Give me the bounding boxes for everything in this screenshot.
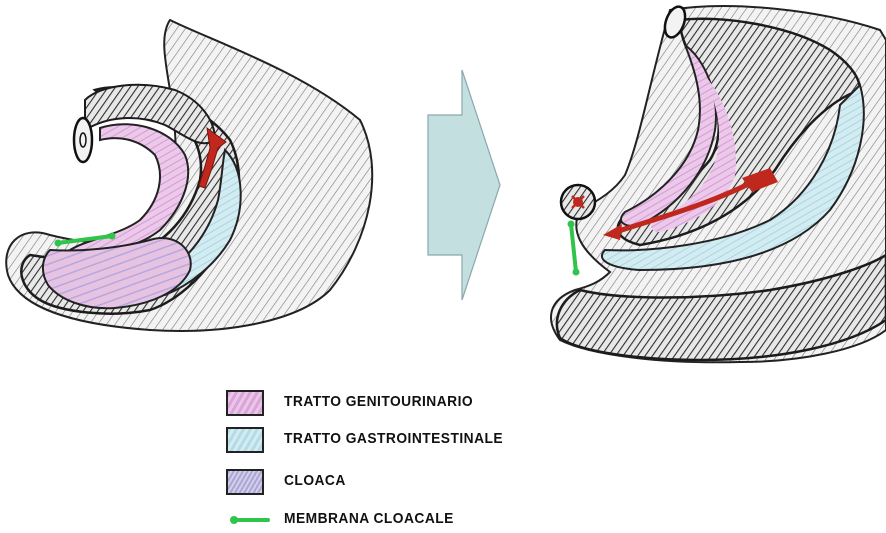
legend-label: TRATTO GASTROINTESTINALE xyxy=(284,430,503,447)
legend-item-genitourinary: TRATTO GENITOURINARIO xyxy=(226,388,646,418)
legend-item-membrane: MEMBRANA CLOACALE xyxy=(226,505,646,533)
legend-label: CLOACA xyxy=(284,472,346,489)
right-embryo xyxy=(551,4,886,362)
cloaca-swatch-icon xyxy=(226,469,264,495)
right-genital-tubercle xyxy=(561,185,595,219)
left-embryo xyxy=(6,20,372,331)
green-membrane-line-icon xyxy=(230,515,272,525)
left-tube-opening xyxy=(74,118,92,162)
legend-label: TRATTO GENITOURINARIO xyxy=(284,393,473,410)
legend-item-cloaca: CLOACA xyxy=(226,467,646,497)
legend-label: MEMBRANA CLOACALE xyxy=(284,510,454,527)
embryo-illustration xyxy=(0,0,886,380)
blue-swatch-icon xyxy=(226,427,264,453)
transition-arrow xyxy=(428,70,500,300)
pink-swatch-icon xyxy=(226,390,264,416)
legend-item-gastrointestinal: TRATTO GASTROINTESTINALE xyxy=(226,425,646,455)
